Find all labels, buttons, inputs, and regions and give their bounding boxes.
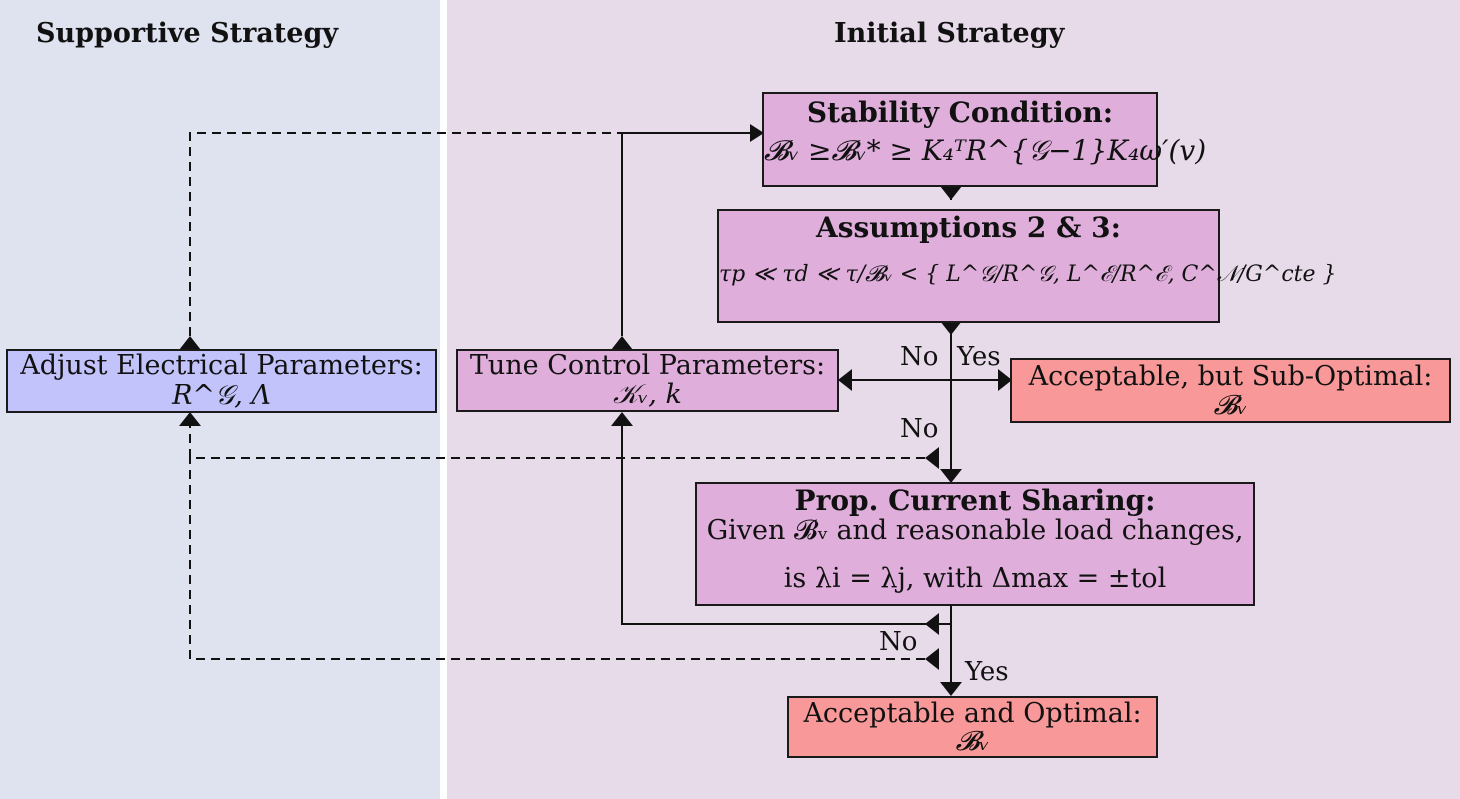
arrow-into-suboptimal <box>998 369 1012 391</box>
initial-strategy-title: Initial Strategy <box>834 18 1065 49</box>
no-label-sharing: No <box>879 627 918 657</box>
current-sharing-box: Prop. Current Sharing: Given 𝓑ᵥ and reas… <box>695 482 1255 606</box>
sharing-to-adjust-dashed <box>189 458 925 660</box>
acceptable-suboptimal-title: Acceptable, but Sub-Optimal: <box>1028 361 1433 392</box>
assumptions-to-adjust-dashed <box>189 425 925 459</box>
assumptions-title: Assumptions 2 & 3: <box>815 211 1121 244</box>
no-label-adjust: No <box>900 414 939 444</box>
arrow-into-sharing <box>940 469 962 483</box>
adjust-electrical-parameters-values: R^𝒢, Λ <box>172 380 271 411</box>
arrow-into-tune <box>838 369 852 391</box>
yes-label-optimal: Yes <box>965 657 1009 687</box>
stability-condition-formula: 𝓑ᵥ ≥𝓑ᵥ* ≥ K₄ᵀR^{𝒢−1}K₄ω′(v) <box>764 134 1207 167</box>
arrow-no-solid-2 <box>925 613 939 635</box>
arrow-into-adjust <box>179 412 201 426</box>
assumptions-formula: τp ≪ τd ≪ τ/𝓑ᵥ < { L^𝒢/R^𝒢, L^ℰ/R^ℰ, C^𝒩… <box>719 262 1337 287</box>
tune-control-parameters-box: Tune Control Parameters: 𝒦ᵥ, k <box>456 349 839 412</box>
current-sharing-line2: is λi = λj, with Δmax = ±tol <box>783 563 1167 594</box>
adjust-to-stability-dashed <box>189 132 622 336</box>
arrow-no-dashed-1 <box>925 447 939 469</box>
acceptable-suboptimal-box: Acceptable, but Sub-Optimal: 𝓑ᵥ <box>1010 358 1451 423</box>
arrow-adjust-up <box>179 336 201 350</box>
no-label-tune: No <box>900 342 939 372</box>
current-sharing-line1: Given 𝓑ᵥ and reasonable load changes, <box>706 515 1244 546</box>
tune-control-parameters-values: 𝒦ᵥ, k <box>613 379 682 410</box>
tune-control-parameters-title: Tune Control Parameters: <box>469 350 826 381</box>
acceptable-optimal-param: 𝓑ᵥ <box>955 726 990 757</box>
acceptable-optimal-title: Acceptable and Optimal: <box>803 698 1142 729</box>
stability-condition-title: Stability Condition: <box>806 96 1114 129</box>
current-sharing-title: Prop. Current Sharing: <box>794 484 1156 517</box>
arrow-into-stability <box>750 124 764 142</box>
stability-condition-box: Stability Condition: 𝓑ᵥ ≥𝓑ᵥ* ≥ K₄ᵀR^{𝒢−1… <box>762 92 1207 187</box>
arrow-assumptions-out <box>940 321 962 335</box>
assumptions-box: Assumptions 2 & 3: τp ≪ τd ≪ τ/𝓑ᵥ < { L^… <box>717 209 1337 323</box>
arrow-into-optimal <box>940 682 962 696</box>
arrow-into-tune-below <box>611 412 633 426</box>
yes-label-suboptimal: Yes <box>957 342 1001 372</box>
arrow-into-assumptions <box>940 186 962 200</box>
adjust-electrical-parameters-title: Adjust Electrical Parameters: <box>20 350 423 381</box>
acceptable-suboptimal-param: 𝓑ᵥ <box>1213 390 1248 421</box>
supportive-strategy-title: Supportive Strategy <box>36 18 339 49</box>
arrow-no-dashed-2 <box>925 648 939 670</box>
arrow-tune-up <box>611 336 633 350</box>
acceptable-optimal-box: Acceptable and Optimal: 𝓑ᵥ <box>787 696 1158 758</box>
sharing-to-tune-line <box>621 425 951 625</box>
adjust-electrical-parameters-box: Adjust Electrical Parameters: R^𝒢, Λ <box>6 349 437 413</box>
